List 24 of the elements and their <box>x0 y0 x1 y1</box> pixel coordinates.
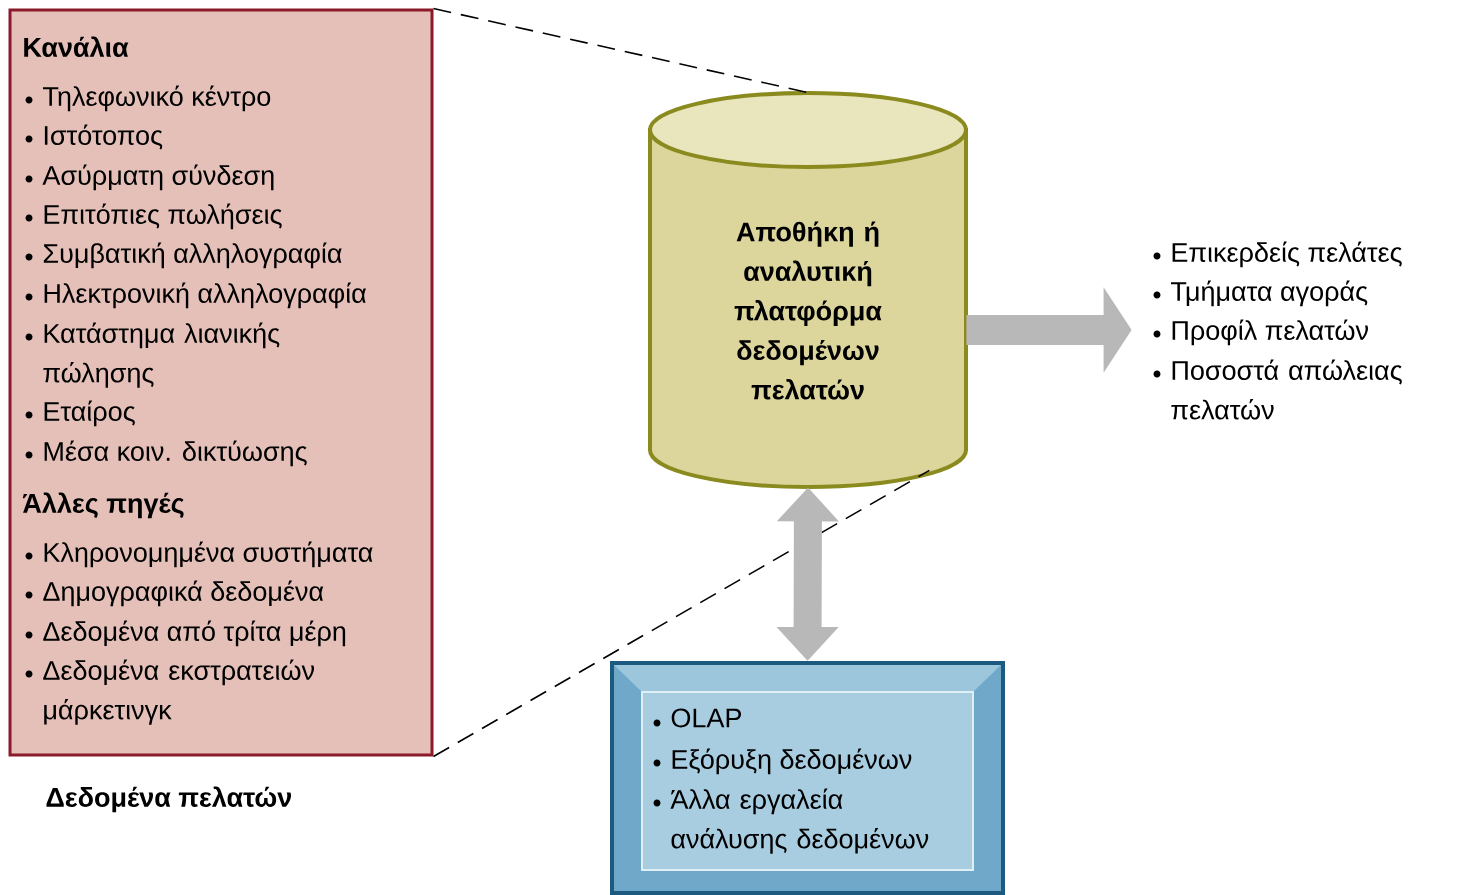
list-item: Ηλεκτρονική αλληλογραφία <box>44 282 366 309</box>
list-item: Δεδομένα από τρίτα μέρη <box>43 620 346 647</box>
list-item: Συμβατική αλληλογραφία <box>43 242 342 269</box>
list-item: Δεδομένα εκστρατειών μάρκετινγκ <box>43 659 315 725</box>
list-item: Άλλα εργαλεία ανάλυσης δεδομένων <box>670 788 929 854</box>
list-item: Επικερδείς πελάτες <box>1172 241 1402 268</box>
node-label: Δεδομένα πελατών <box>46 786 292 813</box>
list-item: Τμήματα αγοράς <box>1171 280 1368 307</box>
list-item: Προφίλ πελατών <box>1172 319 1368 346</box>
list-item: Κατάστημα λιανικής πώλησης <box>43 322 280 388</box>
list-item: Μέσα κοιν. δικτύωσης <box>44 440 307 467</box>
list-item: Ποσοστά απώλειας πελατών <box>1171 359 1402 420</box>
list-item: Επιτόπιες πωλήσεις <box>44 203 282 230</box>
heading: Άλλες πηγές <box>22 492 184 519</box>
list-item: Εταίρος <box>44 400 135 427</box>
list-item: Εξόρυξη δεδομένων <box>672 748 912 775</box>
heading: Κανάλια <box>24 36 129 57</box>
list-item: Δημογραφικά δεδομένα <box>43 580 324 607</box>
zoom-line <box>432 469 931 758</box>
list-item: Τηλεφωνικό κέντρο <box>43 85 271 112</box>
list-item: OLAP <box>671 708 741 728</box>
list-item: Ασύρματη σύνδεση <box>42 164 274 191</box>
list-item: Ιστότοπος <box>44 124 163 150</box>
list-item: Κληρονομημένα συστήματα <box>44 541 373 568</box>
